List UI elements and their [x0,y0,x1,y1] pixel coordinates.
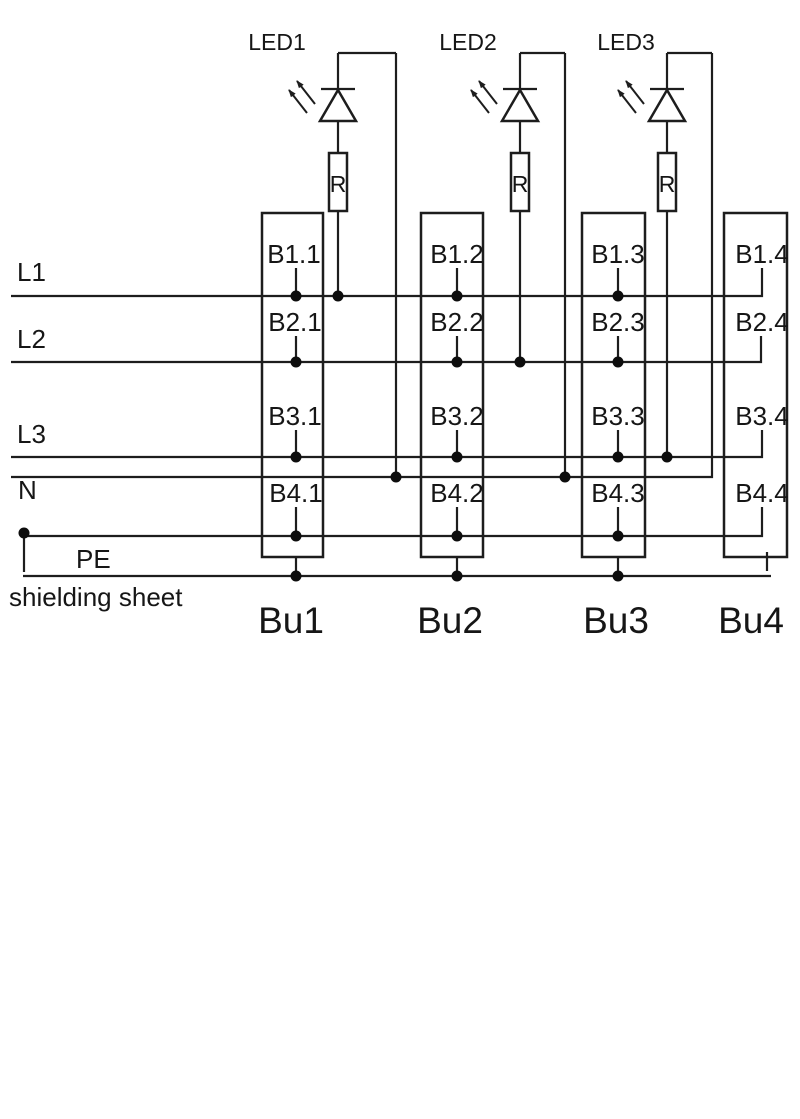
led1-resistor-label: R [330,171,347,197]
bus-label-bu1: Bu1 [258,600,324,641]
line-pe-label: PE [76,544,111,574]
line-n-label: N [18,475,37,505]
led1-light-arrow-2 [288,89,308,114]
terminal-label-b4-3: B4.3 [591,478,645,508]
junction-dot [290,290,302,302]
led2-resistor-label: R [512,171,529,197]
bus-label-bu4: Bu4 [718,600,784,641]
junction-dot [612,356,624,368]
bus-label-bu3: Bu3 [583,600,649,641]
junction-dot [451,570,463,582]
terminal-label-b1-1: B1.1 [267,239,321,269]
junction-dot [390,471,402,483]
junction-dot [290,356,302,368]
junction-dot [290,530,302,542]
terminal-label-b2-3: B2.3 [591,307,645,337]
led1-diode-symbol [288,80,359,123]
led1-branch: R [288,51,398,477]
terminal-label-b3-3: B3.3 [591,401,645,431]
bus-rect-bu1 [260,211,325,559]
bus-rect-bu3 [580,211,647,559]
led3-diode-symbol [617,80,688,123]
junction-dot [451,290,463,302]
terminal-label-b2-4: B2.4 [735,307,789,337]
led2-light-arrow-1 [478,80,498,105]
led2-diode-symbol [470,80,541,123]
led1-triangle [317,87,359,123]
line-pe [24,507,764,538]
junction-dot [559,471,571,483]
line-l1-label: L1 [17,257,46,287]
line-l3-label: L3 [17,419,46,449]
terminal-label-b1-2: B1.2 [430,239,484,269]
terminal-label-b3-4: B3.4 [735,401,789,431]
junction-dot [612,570,624,582]
led3-triangle [646,87,688,123]
led2-label: LED2 [439,29,497,55]
led2-light-arrow-2 [470,89,490,114]
bus-label-bu2: Bu2 [417,600,483,641]
led3-light-arrow-2 [617,89,637,114]
junction-dot [290,570,302,582]
led1-label: LED1 [248,29,306,55]
terminal-label-b4-4: B4.4 [735,478,789,508]
led3-resistor-label: R [659,171,676,197]
junction-dot [451,356,463,368]
terminal-label-b3-2: B3.2 [430,401,484,431]
junction-dot [451,530,463,542]
led3-light-arrow-1 [625,80,645,105]
led2-branch: R [470,51,567,477]
line-l1 [11,268,764,298]
junction-dot [661,451,673,463]
bus-rect-bu2 [419,211,485,559]
junction-dot [451,451,463,463]
junction-dot [18,527,30,539]
terminal-label-b1-4: B1.4 [735,239,789,269]
junction-dot [612,451,624,463]
line-l2-label: L2 [17,324,46,354]
terminal-label-b3-1: B3.1 [268,401,322,431]
line-l3 [11,430,764,459]
led3-label: LED3 [597,29,655,55]
line-l2 [11,336,763,364]
terminal-label-b4-2: B4.2 [430,478,484,508]
junction-dot [332,290,344,302]
bus-rect-bu4 [722,211,789,559]
led3-branch: R [617,51,712,457]
line-n [11,53,714,479]
junction-dot [612,290,624,302]
junction-dot [612,530,624,542]
led2-triangle [499,87,541,123]
junction-dots [18,290,673,582]
terminal-label-b1-3: B1.3 [591,239,645,269]
terminal-label-b2-1: B2.1 [268,307,322,337]
junction-dot [290,451,302,463]
junction-dot [514,356,526,368]
led1-light-arrow-1 [296,80,316,105]
shielding-sheet-label: shielding sheet [9,582,183,612]
terminal-label-b2-2: B2.2 [430,307,484,337]
terminal-label-b4-1: B4.1 [269,478,323,508]
